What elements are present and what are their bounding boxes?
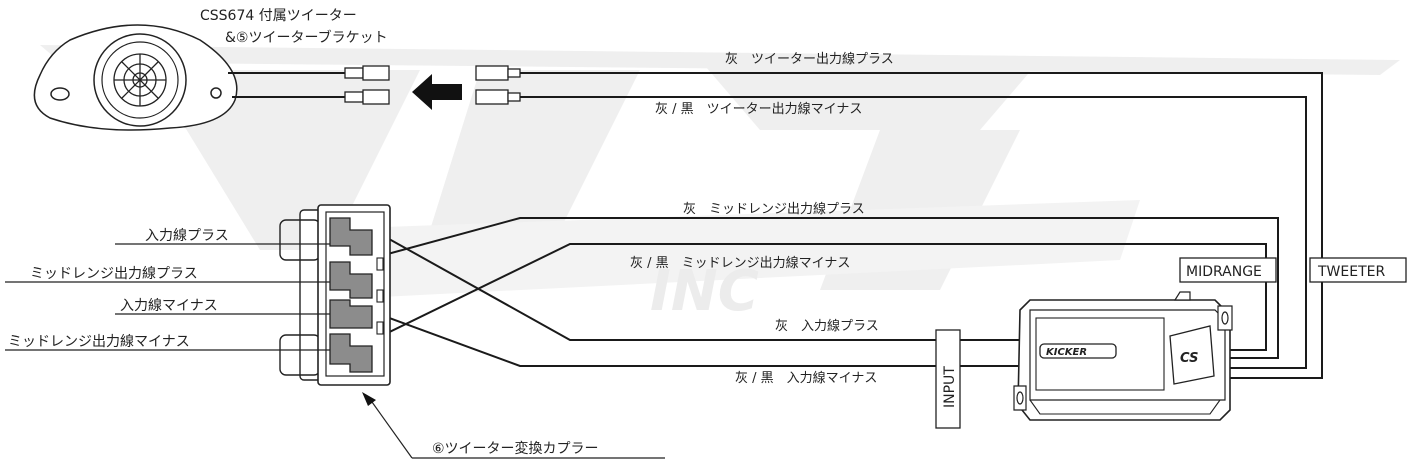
label-mid-plus: 灰 ミッドレンジ出力線プラス: [683, 201, 865, 217]
tweeter-mount-hole-left: [50, 87, 70, 101]
tag-input: INPUT: [935, 329, 961, 429]
tweeter-title-line2: &⑤ツイーターブラケット: [225, 29, 388, 46]
label-mid-minus: 灰 / 黒 ミッドレンジ出力線マイナス: [630, 255, 850, 271]
wire-input-minus: [372, 311, 1020, 367]
watermark-text: INC: [650, 259, 759, 324]
terminal-mid-minus: [329, 333, 373, 373]
tag-tweeter-text: TWEETER: [1317, 264, 1385, 280]
wire-input-plus: [372, 229, 1020, 341]
tweeter-mount-hole-right: [210, 87, 222, 99]
coupler-label-input-minus: 入力線マイナス: [120, 298, 218, 314]
crossover-unit: KICKER CS: [1013, 291, 1233, 421]
caption-arrow-icon: [362, 392, 376, 406]
kicker-badge: [1039, 343, 1117, 359]
label-tweeter-plus: 灰 ツイーター出力線プラス: [725, 51, 894, 67]
coupler-label-mid-minus: ミッドレンジ出力線マイナス: [8, 334, 190, 350]
wire-tweeter-plus: [520, 72, 1323, 379]
tag-input-text: INPUT: [942, 366, 958, 408]
tweeter-grille-icon: [113, 53, 167, 107]
label-input-minus: 灰 / 黒 入力線マイナス: [735, 370, 877, 386]
wire-tweeter-minus: [520, 96, 1307, 369]
tag-midrange: MIDRANGE: [1179, 257, 1277, 283]
tweeter-male-terminals: [344, 65, 390, 105]
tweeter-title-line1: CSS674 付属ツイーター: [200, 8, 357, 24]
cs-model-logo: CS: [1180, 351, 1198, 366]
connect-arrow-icon: [412, 74, 462, 110]
coupler-label-input-plus: 入力線プラス: [145, 228, 229, 244]
harness-wires: [372, 72, 1323, 379]
label-tweeter-minus: 灰 / 黒 ツイーター出力線マイナス: [655, 101, 862, 117]
wire-mid-plus: [372, 217, 1279, 359]
tweeter-leads: [228, 72, 345, 98]
tag-tweeter: TWEETER: [1309, 257, 1407, 283]
tweeter: CSS674 付属ツイーター &⑤ツイーターブラケット: [33, 8, 388, 131]
wire-mid-minus: [372, 243, 1267, 351]
tweeter-conversion-coupler: [279, 204, 391, 386]
mount-ear-icon: [1013, 305, 1233, 411]
label-input-plus: 灰 入力線プラス: [775, 318, 879, 334]
harness-female-terminals: [475, 65, 521, 105]
terminal-input-minus: [329, 299, 373, 329]
tag-midrange-text: MIDRANGE: [1186, 264, 1262, 280]
coupler-caption: ⑥ツイーター変換カプラー: [432, 440, 599, 457]
coupler-caption-pointer: [371, 401, 665, 459]
kicker-brand: KICKER: [1046, 347, 1087, 358]
coupler-label-mid-plus: ミッドレンジ出力線プラス: [30, 266, 198, 282]
coupler-leaders: [5, 243, 330, 351]
terminal-input-plus: [329, 217, 373, 256]
terminal-mid-plus: [329, 261, 373, 299]
